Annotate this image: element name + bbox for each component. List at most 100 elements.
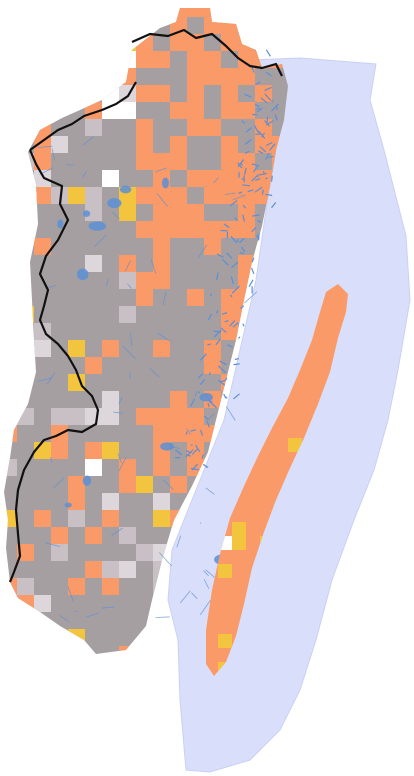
coast-water-line (230, 294, 233, 298)
coast-water-line (227, 344, 233, 348)
grid-cell (4, 119, 17, 136)
river-line (213, 177, 219, 184)
grid-cell (119, 204, 136, 221)
grid-cell (68, 374, 85, 391)
grid-cell (358, 620, 372, 634)
coast-water-line (238, 336, 241, 339)
grid-cell (17, 408, 34, 425)
grid-cell (344, 676, 358, 690)
river-line (203, 579, 210, 589)
grid-cell (85, 17, 102, 34)
coast-water-line (266, 120, 274, 126)
river-line (67, 586, 74, 602)
grid-cell (136, 85, 153, 102)
coast-water-line (230, 235, 238, 243)
grid-cell (119, 476, 136, 493)
grid-cell (153, 510, 170, 527)
grid-cell (102, 442, 119, 459)
grid-cell (221, 17, 238, 34)
coast-water-line (247, 189, 254, 192)
grid-cell (153, 629, 170, 646)
grid-cell (204, 357, 221, 374)
coast-water-line (241, 246, 246, 253)
coast-water-line (257, 219, 262, 223)
river-line (156, 332, 171, 342)
lake-shape (82, 475, 92, 486)
lake-shape (64, 502, 72, 508)
coast-water-line (254, 186, 263, 193)
grid-cell (170, 408, 187, 425)
coast-water-line (190, 468, 199, 471)
coast-water-line (248, 279, 254, 287)
coast-water-line (271, 175, 273, 182)
grid-cell (238, 187, 255, 204)
grid-cell (153, 221, 170, 238)
coast-water-line (213, 330, 222, 333)
grid-cell (153, 8, 170, 17)
grid-cell (187, 34, 204, 51)
coast-water-line (206, 420, 210, 428)
river-line (179, 590, 191, 604)
grid-cell (68, 408, 85, 425)
grid-cell (153, 85, 170, 102)
grid-cell (119, 306, 136, 323)
grid-cell (119, 527, 136, 544)
lake-shape (107, 198, 122, 209)
coast-water-line (251, 227, 256, 232)
grid-cell (232, 522, 246, 536)
grid-cell (153, 493, 170, 510)
coast-water-line (197, 373, 203, 379)
grid-cell (187, 221, 204, 238)
grid-cell (170, 34, 187, 51)
grid-cell (68, 85, 85, 102)
grid-cell (136, 51, 153, 68)
grid-cell (17, 663, 34, 680)
grid-cell (170, 102, 187, 119)
river-line (51, 148, 56, 161)
grid-cell (119, 561, 136, 578)
grid-cell (85, 119, 102, 136)
water-features (37, 49, 279, 627)
grid-cell (153, 340, 170, 357)
grid-cell (4, 578, 17, 595)
grid-cell (136, 153, 153, 170)
coast-water-line (201, 454, 204, 459)
grid-cell (34, 34, 51, 51)
coast-water-line (234, 217, 238, 221)
grid-cell (238, 68, 255, 85)
grid-cell (187, 8, 204, 17)
grid-cell (136, 289, 153, 306)
grid-cell (85, 408, 102, 425)
coast-water-line (244, 139, 252, 145)
grid-cell (17, 187, 34, 204)
coast-water-line (238, 191, 243, 194)
coast-water-line (229, 320, 236, 327)
coast-water-line (186, 450, 192, 454)
coast-water-line (222, 259, 229, 266)
grid-cell (4, 510, 17, 527)
grid-cell (68, 510, 85, 527)
coast-water-line (254, 103, 260, 108)
river-line (176, 535, 182, 548)
coast-water-line (245, 127, 252, 133)
grid-cell (238, 204, 255, 221)
grid-cell (170, 8, 187, 17)
grid-cell (221, 153, 238, 170)
grid-cell (187, 85, 204, 102)
grid-cell (34, 595, 51, 612)
grid-cell (119, 272, 136, 289)
grid-cell (255, 17, 272, 34)
coast-water-line (271, 103, 279, 112)
lake-shape (57, 219, 64, 229)
river-line (50, 456, 53, 463)
coast-water-line (237, 159, 245, 168)
grid-cell (102, 102, 119, 119)
river-line (208, 413, 215, 420)
grid-cell (17, 8, 34, 17)
grid-cell (153, 544, 170, 561)
coast-water-line (264, 86, 272, 91)
river-line (117, 453, 123, 464)
grid-cell (85, 204, 102, 221)
river-line (85, 612, 100, 618)
